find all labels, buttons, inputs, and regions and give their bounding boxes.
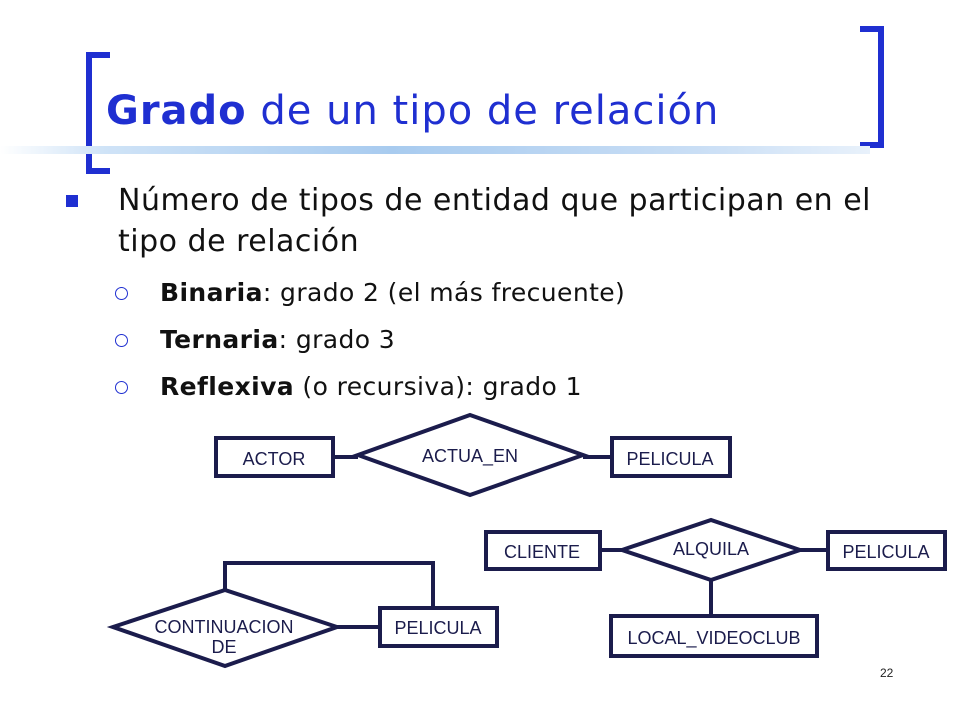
relation-continuacion-de [106,587,344,669]
entity-pelicula-binary [610,436,732,478]
right-bracket-decoration [860,26,884,148]
entity-pelicula-binary-label: PELICULA [626,449,713,469]
sub-bullet-ternaria-term: Ternaria [160,325,279,354]
relation-alquila [615,517,807,583]
entity-actor [214,436,335,478]
ring-bullet-icon [115,287,128,300]
entity-cliente-label: CLIENTE [504,542,580,562]
square-bullet-icon [66,195,78,207]
sub-bullet-reflexiva: Reflexiva (o recursiva): grado 1 [160,372,582,401]
sub-bullet-ternaria: Ternaria: grado 3 [160,325,395,354]
slide-title-bold: Grado [106,88,247,134]
slide-title: Grado de un tipo de relación [106,88,719,134]
entity-local-videoclub-label: LOCAL_VIDEOCLUB [627,628,800,649]
entity-local-videoclub [609,614,819,658]
entity-pelicula-ternary [826,530,947,571]
entity-pelicula-reflexive [378,606,499,648]
relation-continuacion-label-line2: DE [211,637,236,657]
left-bracket-decoration [86,52,110,174]
relation-alquila-label: ALQUILA [673,539,749,559]
entity-pelicula-ternary-label: PELICULA [842,542,929,562]
slide-title-rest: de un tipo de relación [246,88,720,134]
sub-bullet-reflexiva-desc: (o recursiva): grado 1 [294,372,582,401]
entity-actor-label: ACTOR [243,449,306,469]
entity-cliente [484,530,602,571]
ring-bullet-icon [115,381,128,394]
ring-bullet-icon [115,334,128,347]
sub-bullet-binaria: Binaria: grado 2 (el más frecuente) [160,278,625,307]
main-bullet-text: Número de tipos de entidad que participa… [118,183,872,259]
sub-bullet-binaria-desc: : grado 2 (el más frecuente) [262,278,626,307]
sub-bullet-ternaria-desc: : grado 3 [278,325,396,354]
sub-bullet-reflexiva-term: Reflexiva [160,372,295,401]
relation-actua-en [352,412,589,498]
relation-continuacion-label-line1: CONTINUACION [155,617,294,637]
sub-bullet-binaria-term: Binaria [160,278,263,307]
title-underline-bar [0,146,870,154]
page-number: 22 [880,666,894,680]
relation-actua-en-label: ACTUA_EN [422,446,518,467]
entity-pelicula-reflexive-label: PELICULA [394,618,481,638]
reflexive-loop-line [223,561,435,608]
